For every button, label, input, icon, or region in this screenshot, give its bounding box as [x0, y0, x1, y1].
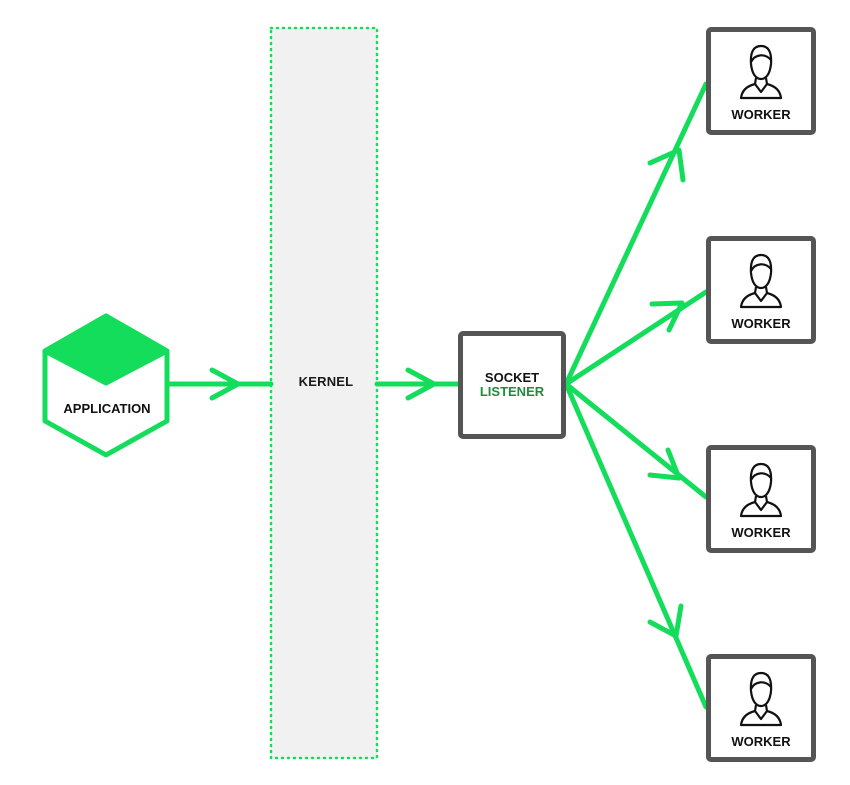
person-icon — [739, 44, 783, 100]
arrowhead-worker-2 — [649, 300, 685, 333]
connector-socket-worker-4 — [563, 381, 709, 710]
connector-socket-worker-1 — [563, 81, 709, 387]
application-label: APPLICATION — [63, 401, 151, 416]
hexagon-top-face — [42, 313, 170, 386]
connector-socket-worker-3 — [563, 381, 709, 500]
kernel-label: KERNEL — [298, 374, 354, 389]
socket-listener-title: SOCKET — [484, 370, 540, 385]
arrowhead-worker-1 — [647, 147, 686, 183]
worker-node: WORKER — [706, 445, 816, 553]
arrowhead-kernel-socket — [405, 367, 437, 401]
worker-label: WORKER — [731, 107, 791, 122]
person-icon — [739, 671, 783, 727]
person-icon — [739, 462, 783, 518]
kernel-border — [269, 26, 379, 760]
worker-label: WORKER — [731, 316, 791, 331]
worker-label: WORKER — [731, 525, 791, 540]
person-icon — [739, 253, 783, 309]
worker-node: WORKER — [706, 27, 816, 135]
application-node — [42, 313, 170, 458]
worker-label: WORKER — [731, 734, 791, 749]
arrowhead-app-kernel — [209, 367, 241, 401]
arrowhead-worker-3 — [647, 447, 682, 481]
worker-node: WORKER — [706, 236, 816, 344]
socket-listener-subtitle: LISTENER — [479, 384, 545, 399]
arrowhead-worker-4 — [647, 603, 684, 639]
worker-node: WORKER — [706, 654, 816, 762]
socket-listener-node: SOCKET LISTENER — [458, 331, 566, 439]
connectors — [165, 81, 709, 710]
